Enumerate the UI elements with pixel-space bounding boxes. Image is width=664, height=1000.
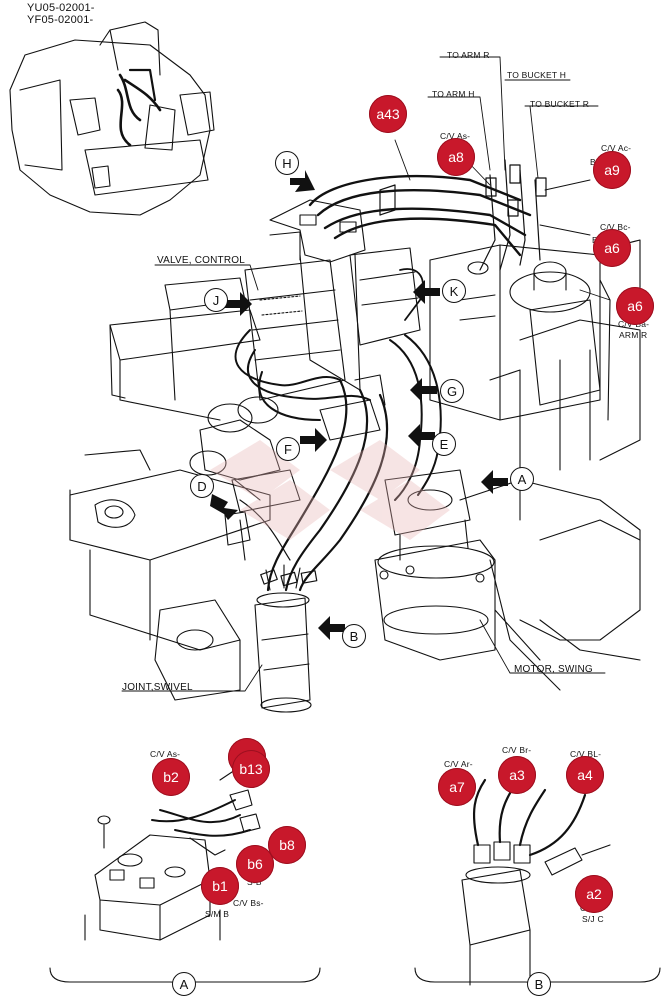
callout-b13[interactable]: b13 — [232, 750, 270, 788]
callout-a2[interactable]: a2 — [575, 875, 613, 913]
label-to-bucket-h: TO BUCKET H — [507, 70, 567, 80]
detail-label-a: A — [172, 972, 196, 996]
label-cv-as-a: C/V As- — [150, 749, 181, 759]
label-to-bucket-r: TO BUCKET R — [530, 99, 590, 109]
label-to-arm-h: TO ARM H — [432, 89, 475, 99]
label-cv-ac: C/V Ac- — [601, 143, 632, 153]
view-letter-b: B — [342, 624, 366, 648]
view-letter-k: K — [442, 279, 466, 303]
callout-b8[interactable]: b8 — [268, 826, 306, 864]
callout-a6-lower[interactable]: a6 — [616, 287, 654, 325]
control-valve-block — [224, 199, 421, 546]
leader-lines — [121, 56, 611, 692]
view-arrows — [210, 170, 508, 640]
label-cv-bs: C/V Bs- — [233, 898, 264, 908]
label-arm-r: ARM R — [619, 330, 648, 340]
label-cv-as-top: C/V As- — [440, 131, 471, 141]
label-motor-swing: MOTOR, SWING — [514, 664, 593, 675]
callout-b2[interactable]: b2 — [152, 758, 190, 796]
callout-a7[interactable]: a7 — [438, 768, 476, 806]
view-letter-e: E — [432, 432, 456, 456]
serial-number-1: YU05-02001- — [27, 2, 95, 14]
callout-a43[interactable]: a43 — [369, 95, 407, 133]
label-cv-ar: C/V Ar- — [444, 759, 473, 769]
view-letter-a: A — [510, 467, 534, 491]
label-to-arm-r: TO ARM R — [447, 50, 490, 60]
label-cv-ac-b: B — [590, 157, 596, 167]
callout-a3[interactable]: a3 — [498, 756, 536, 794]
view-letter-f: F — [276, 437, 300, 461]
view-letter-j: J — [204, 288, 228, 312]
serial-number-2: YF05-02001- — [27, 14, 94, 26]
callout-a4[interactable]: a4 — [566, 756, 604, 794]
callout-a9[interactable]: a9 — [593, 151, 631, 189]
callout-b6[interactable]: b6 — [236, 845, 274, 883]
label-cv-br: C/V Br- — [502, 745, 532, 755]
label-joint-swivel: JOINT,SWIVEL — [122, 682, 193, 693]
label-cv-bl: C/V BL- — [570, 749, 602, 759]
hydraulic-hoses — [234, 159, 547, 592]
detail-brackets — [49, 967, 661, 993]
label-sm-b: S/M B — [205, 909, 230, 919]
detail-b-drawing — [461, 778, 611, 986]
callout-b1[interactable]: b1 — [201, 867, 239, 905]
machine-inset-sketch — [9, 21, 215, 216]
swivel-joint — [254, 564, 312, 713]
callout-a6-upper[interactable]: a6 — [593, 229, 631, 267]
watermark — [210, 440, 450, 540]
view-letter-d: D — [190, 474, 214, 498]
label-cv-bc: C/V Bc- — [600, 222, 631, 232]
callout-a8[interactable]: a8 — [437, 138, 475, 176]
view-letter-g: G — [440, 379, 464, 403]
label-valve-control: VALVE, CONTROL — [157, 255, 246, 266]
detail-label-b: B — [527, 972, 551, 996]
label-sj-c: S/J C — [582, 914, 604, 924]
view-letter-h: H — [275, 151, 299, 175]
